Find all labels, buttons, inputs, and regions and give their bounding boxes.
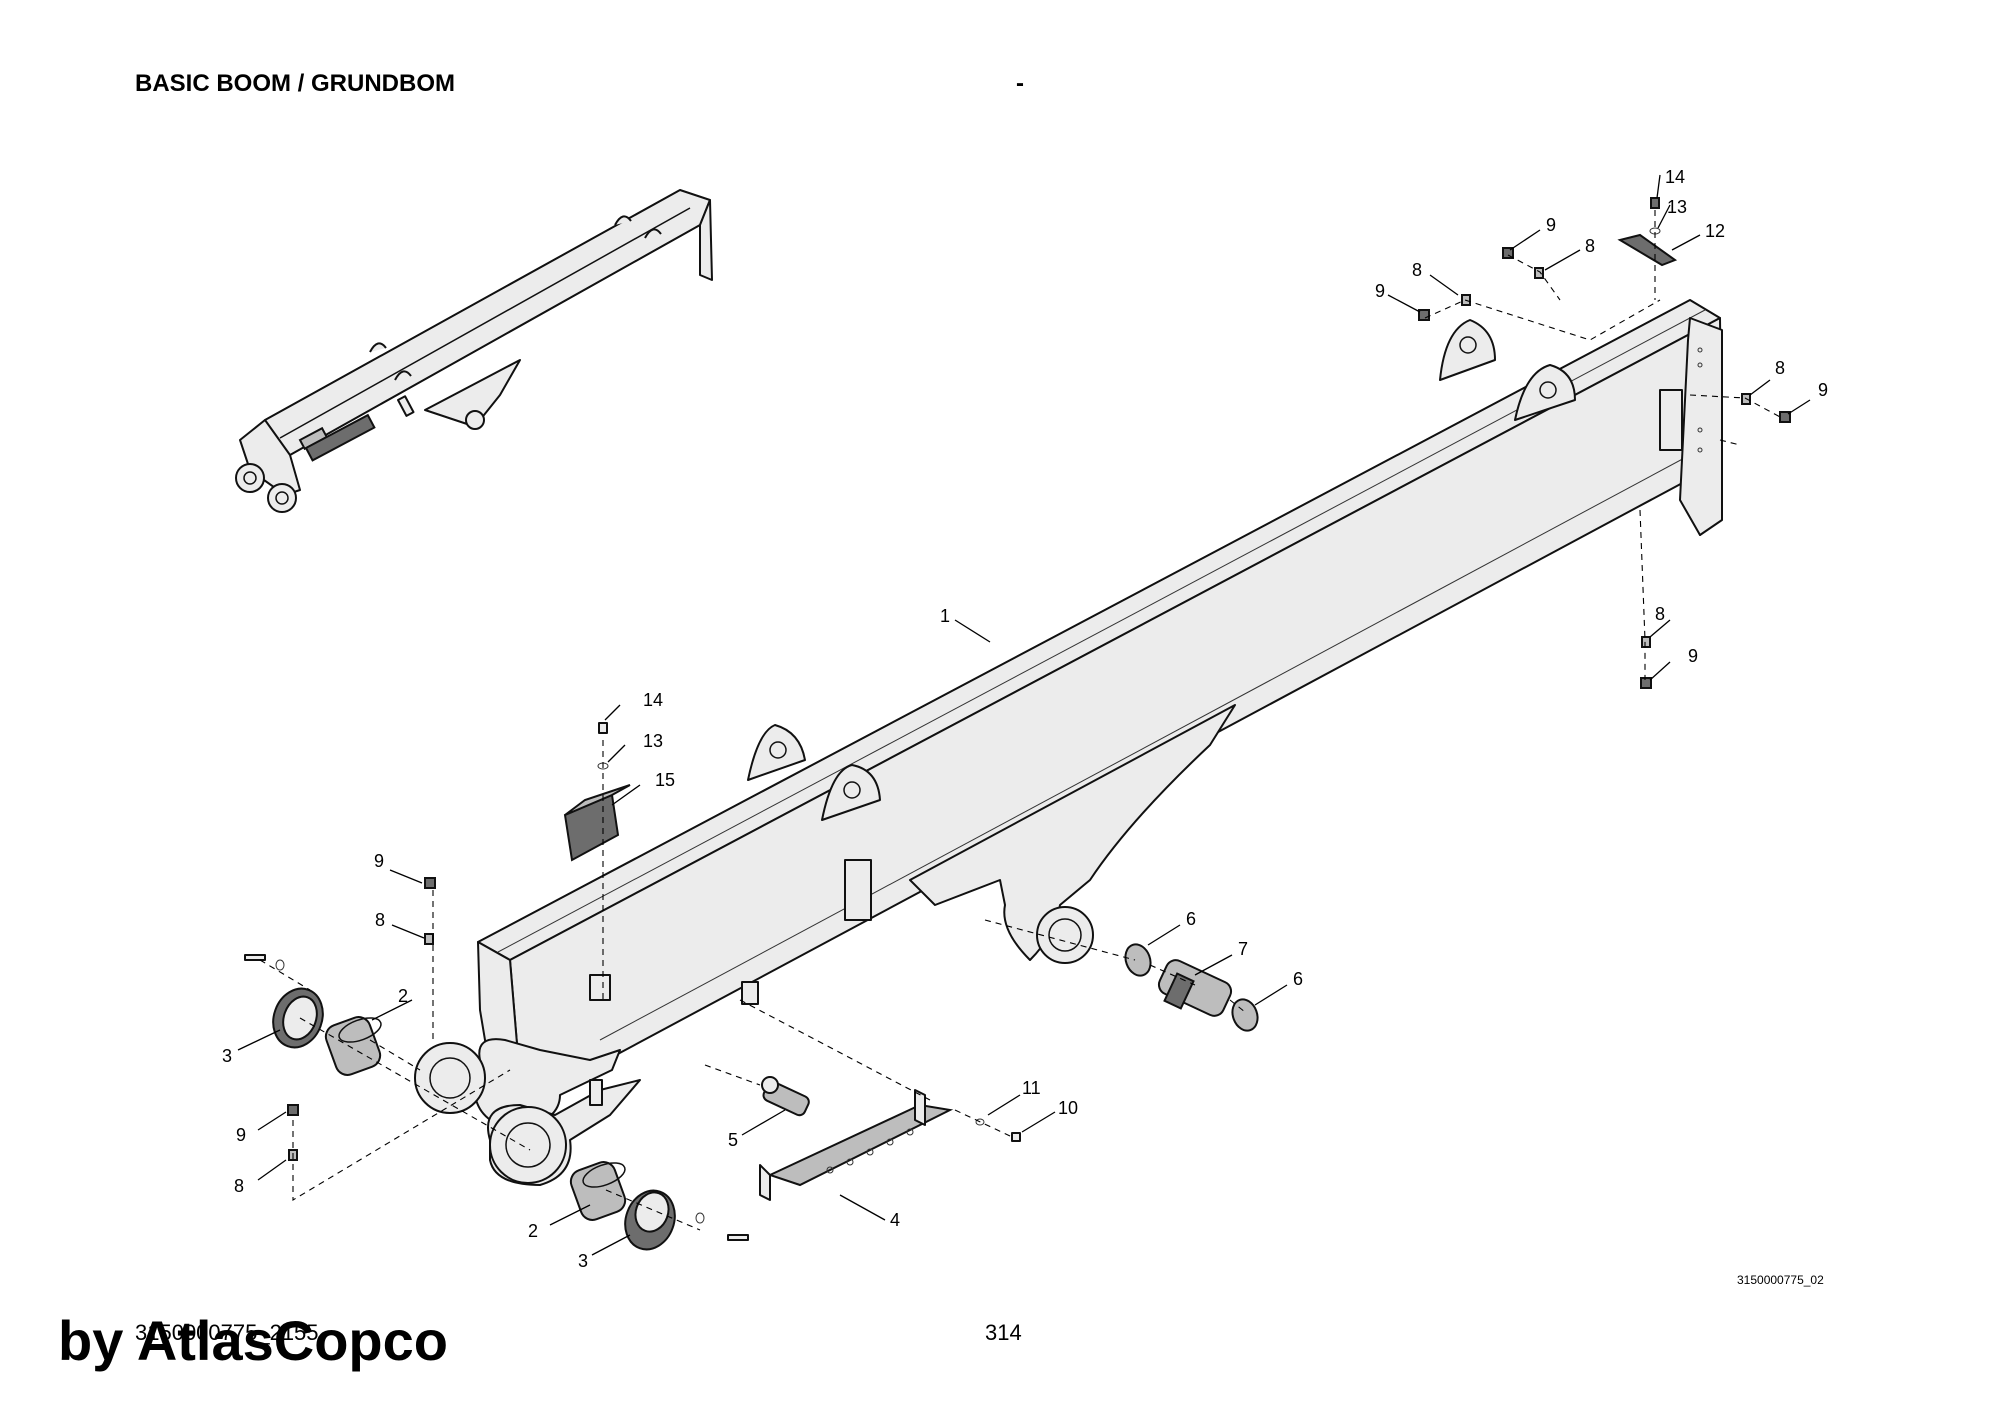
callout-1: 1	[940, 606, 950, 626]
leader-lines	[237, 174, 1811, 1256]
header-dash: -	[1016, 70, 1024, 97]
callout-3: 3	[222, 1046, 232, 1066]
callout-4: 4	[890, 1210, 900, 1230]
callout-5: 5	[728, 1130, 738, 1150]
boom-overview-thumbnail	[235, 189, 713, 513]
bushing-lower	[569, 1161, 627, 1221]
top-clamp-plate	[1617, 233, 1678, 267]
callout-3: 3	[578, 1251, 588, 1271]
page-title: BASIC BOOM / GRUNDBOM	[135, 70, 455, 97]
callout-6: 6	[1186, 909, 1196, 929]
callout-labels: 1 2 3 2 3 4 5 6 7 6 8 9 8 9 8 9 8 9 8 9 …	[222, 167, 1828, 1271]
callout-9: 9	[1688, 646, 1698, 666]
drawing-id: 3150000775_02	[1737, 1273, 1824, 1287]
callout-13: 13	[1667, 197, 1687, 217]
document-number: 3150000775_2155	[135, 1320, 319, 1345]
callout-15: 15	[655, 770, 675, 790]
callout-9: 9	[1375, 281, 1385, 301]
callout-9: 9	[236, 1125, 246, 1145]
callout-8: 8	[1412, 260, 1422, 280]
callout-7: 7	[1238, 939, 1248, 959]
callout-10: 10	[1058, 1098, 1078, 1118]
callout-9: 9	[1546, 215, 1556, 235]
cylinder-pin	[1157, 959, 1233, 1017]
main-boom-body	[414, 299, 1723, 1186]
wear-block	[563, 784, 631, 862]
ring-right	[1231, 998, 1259, 1032]
watermark: by AtlasCopco	[58, 1309, 448, 1372]
step-plate	[759, 1089, 954, 1201]
callout-2: 2	[398, 986, 408, 1006]
cover-upper	[272, 987, 324, 1049]
parts	[244, 197, 1791, 1251]
assembly-lines	[259, 210, 1783, 1231]
ring-left	[1124, 943, 1152, 977]
callout-2: 2	[528, 1221, 538, 1241]
bushing-upper	[324, 1016, 382, 1076]
callout-14: 14	[1665, 167, 1685, 187]
cover-lower	[624, 1189, 676, 1251]
callout-8: 8	[234, 1176, 244, 1196]
callout-8: 8	[1655, 604, 1665, 624]
callout-8: 8	[1775, 358, 1785, 378]
callout-12: 12	[1705, 221, 1725, 241]
callout-11: 11	[1022, 1078, 1041, 1098]
callout-9: 9	[374, 851, 384, 871]
callout-9: 9	[1818, 380, 1828, 400]
page-number: 314	[985, 1320, 1022, 1345]
step-mount-pin	[761, 1076, 810, 1117]
callout-8: 8	[1585, 236, 1595, 256]
callout-13: 13	[643, 731, 663, 751]
callout-14: 14	[643, 690, 663, 710]
callout-6: 6	[1293, 969, 1303, 989]
callout-8: 8	[375, 910, 385, 930]
